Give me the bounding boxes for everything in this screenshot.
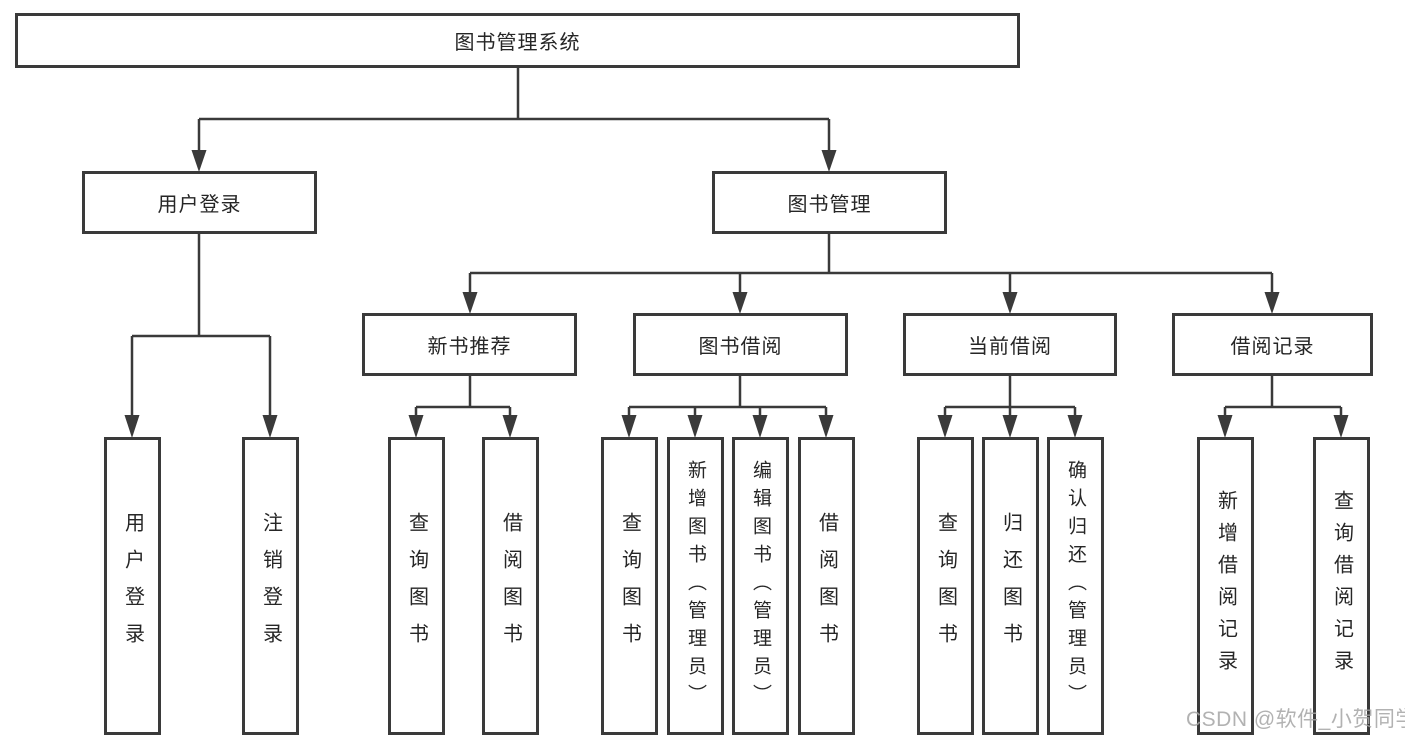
leaf-user-login: 用户登录	[104, 437, 161, 735]
node-book-management: 图书管理	[712, 171, 947, 234]
node-new-book-recommend: 新书推荐	[362, 313, 577, 376]
leaf-borrow-books-recommend: 借阅图书	[482, 437, 539, 735]
leaf-add-borrow-record: 新增借阅记录	[1197, 437, 1254, 735]
leaf-borrow-books: 借阅图书	[798, 437, 855, 735]
leaf-query-books-borrow: 查询图书	[601, 437, 658, 735]
node-current-borrow: 当前借阅	[903, 313, 1117, 376]
node-root: 图书管理系统	[15, 13, 1020, 68]
leaf-confirm-return-admin: 确认归还（管理员）	[1047, 437, 1104, 735]
leaf-add-book-admin: 新增图书（管理员）	[667, 437, 724, 735]
leaf-logout: 注销登录	[242, 437, 299, 735]
node-user-login: 用户登录	[82, 171, 317, 234]
leaf-query-borrow-record: 查询借阅记录	[1313, 437, 1370, 735]
node-book-borrow: 图书借阅	[633, 313, 848, 376]
watermark: CSDN @软件_小贺同学	[1186, 708, 1405, 731]
node-borrow-records: 借阅记录	[1172, 313, 1373, 376]
leaf-edit-book-admin: 编辑图书（管理员）	[732, 437, 789, 735]
leaf-query-books-current: 查询图书	[917, 437, 974, 735]
leaf-return-book: 归还图书	[982, 437, 1039, 735]
arrowheads	[124, 150, 1349, 438]
leaf-query-books-recommend: 查询图书	[388, 437, 445, 735]
